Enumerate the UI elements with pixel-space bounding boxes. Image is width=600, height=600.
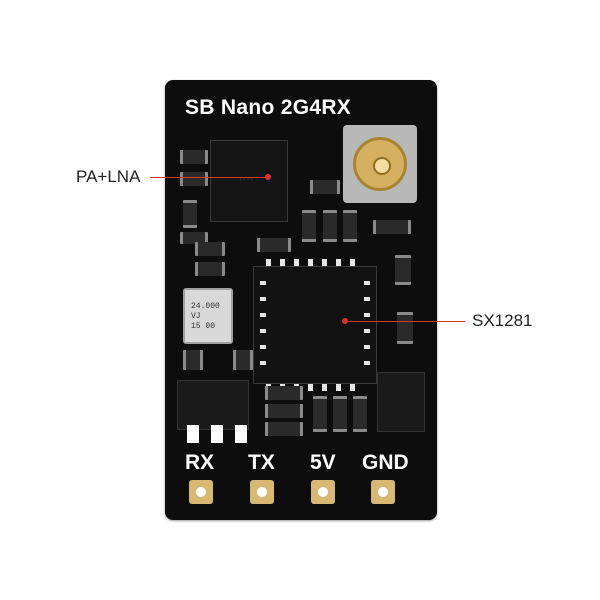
diode — [377, 372, 425, 432]
smd-capacitor — [310, 180, 340, 194]
callout-dot-sx1281 — [342, 318, 348, 324]
chip-marking-graphic: ▪▪▪▪ — [239, 176, 254, 183]
pa-lna-chip: ▪▪▪▪ — [210, 140, 288, 222]
smd-capacitor — [353, 396, 367, 432]
crystal-marking-line-1: 24.000 — [191, 302, 220, 311]
connector-socket — [353, 137, 407, 191]
smd-capacitor — [395, 255, 411, 285]
smd-capacitor — [257, 238, 291, 252]
smd-capacitor — [265, 422, 303, 436]
header-pin — [235, 425, 247, 443]
smd-capacitor — [313, 396, 327, 432]
crystal-marking-line-3: 15 00 — [191, 322, 216, 331]
crystal-marking-line-2: VJ — [191, 312, 201, 321]
smd-capacitor — [180, 150, 208, 164]
smd-capacitor — [343, 210, 357, 242]
pin-label-tx: TX — [248, 451, 275, 474]
board-title: SB Nano 2G4RX — [185, 96, 352, 119]
callout-line-sx1281 — [345, 321, 465, 322]
solder-pad-rx — [189, 480, 213, 504]
smd-capacitor — [183, 350, 203, 370]
solder-pad-gnd — [371, 480, 395, 504]
pin-label-rx: RX — [185, 451, 215, 474]
solder-pad-tx — [250, 480, 274, 504]
smd-capacitor — [233, 350, 253, 370]
pin-label-gnd: GND — [362, 451, 409, 474]
callout-label-sx1281: SX1281 — [472, 311, 533, 330]
regulator — [177, 380, 249, 430]
smd-capacitor — [302, 210, 316, 242]
sx1281-chip — [253, 259, 377, 391]
smd-capacitor — [397, 312, 413, 344]
solder-pad-5v — [311, 480, 335, 504]
callout-label-pa-lna: PA+LNA — [76, 167, 141, 186]
callout-dot-pa-lna — [265, 174, 271, 180]
header-pin — [187, 425, 199, 443]
smd-capacitor — [333, 396, 347, 432]
antenna-connector — [343, 125, 417, 203]
smd-capacitor — [265, 404, 303, 418]
pin-label-5v: 5V — [310, 451, 336, 474]
receiver-pcb: SB Nano 2G4RX ▪▪▪▪ 24.000 VJ 1 — [165, 80, 437, 520]
header-pin — [211, 425, 223, 443]
smd-capacitor — [373, 220, 411, 234]
smd-capacitor — [180, 172, 208, 186]
smd-capacitor — [323, 210, 337, 242]
smd-capacitor — [180, 232, 208, 244]
smd-capacitor — [195, 262, 225, 276]
crystal-oscillator: 24.000 VJ 15 00 — [183, 288, 233, 344]
callout-line-pa-lna — [150, 177, 268, 178]
smd-capacitor — [183, 200, 197, 228]
smd-capacitor — [265, 386, 303, 400]
smd-capacitor — [195, 242, 225, 256]
